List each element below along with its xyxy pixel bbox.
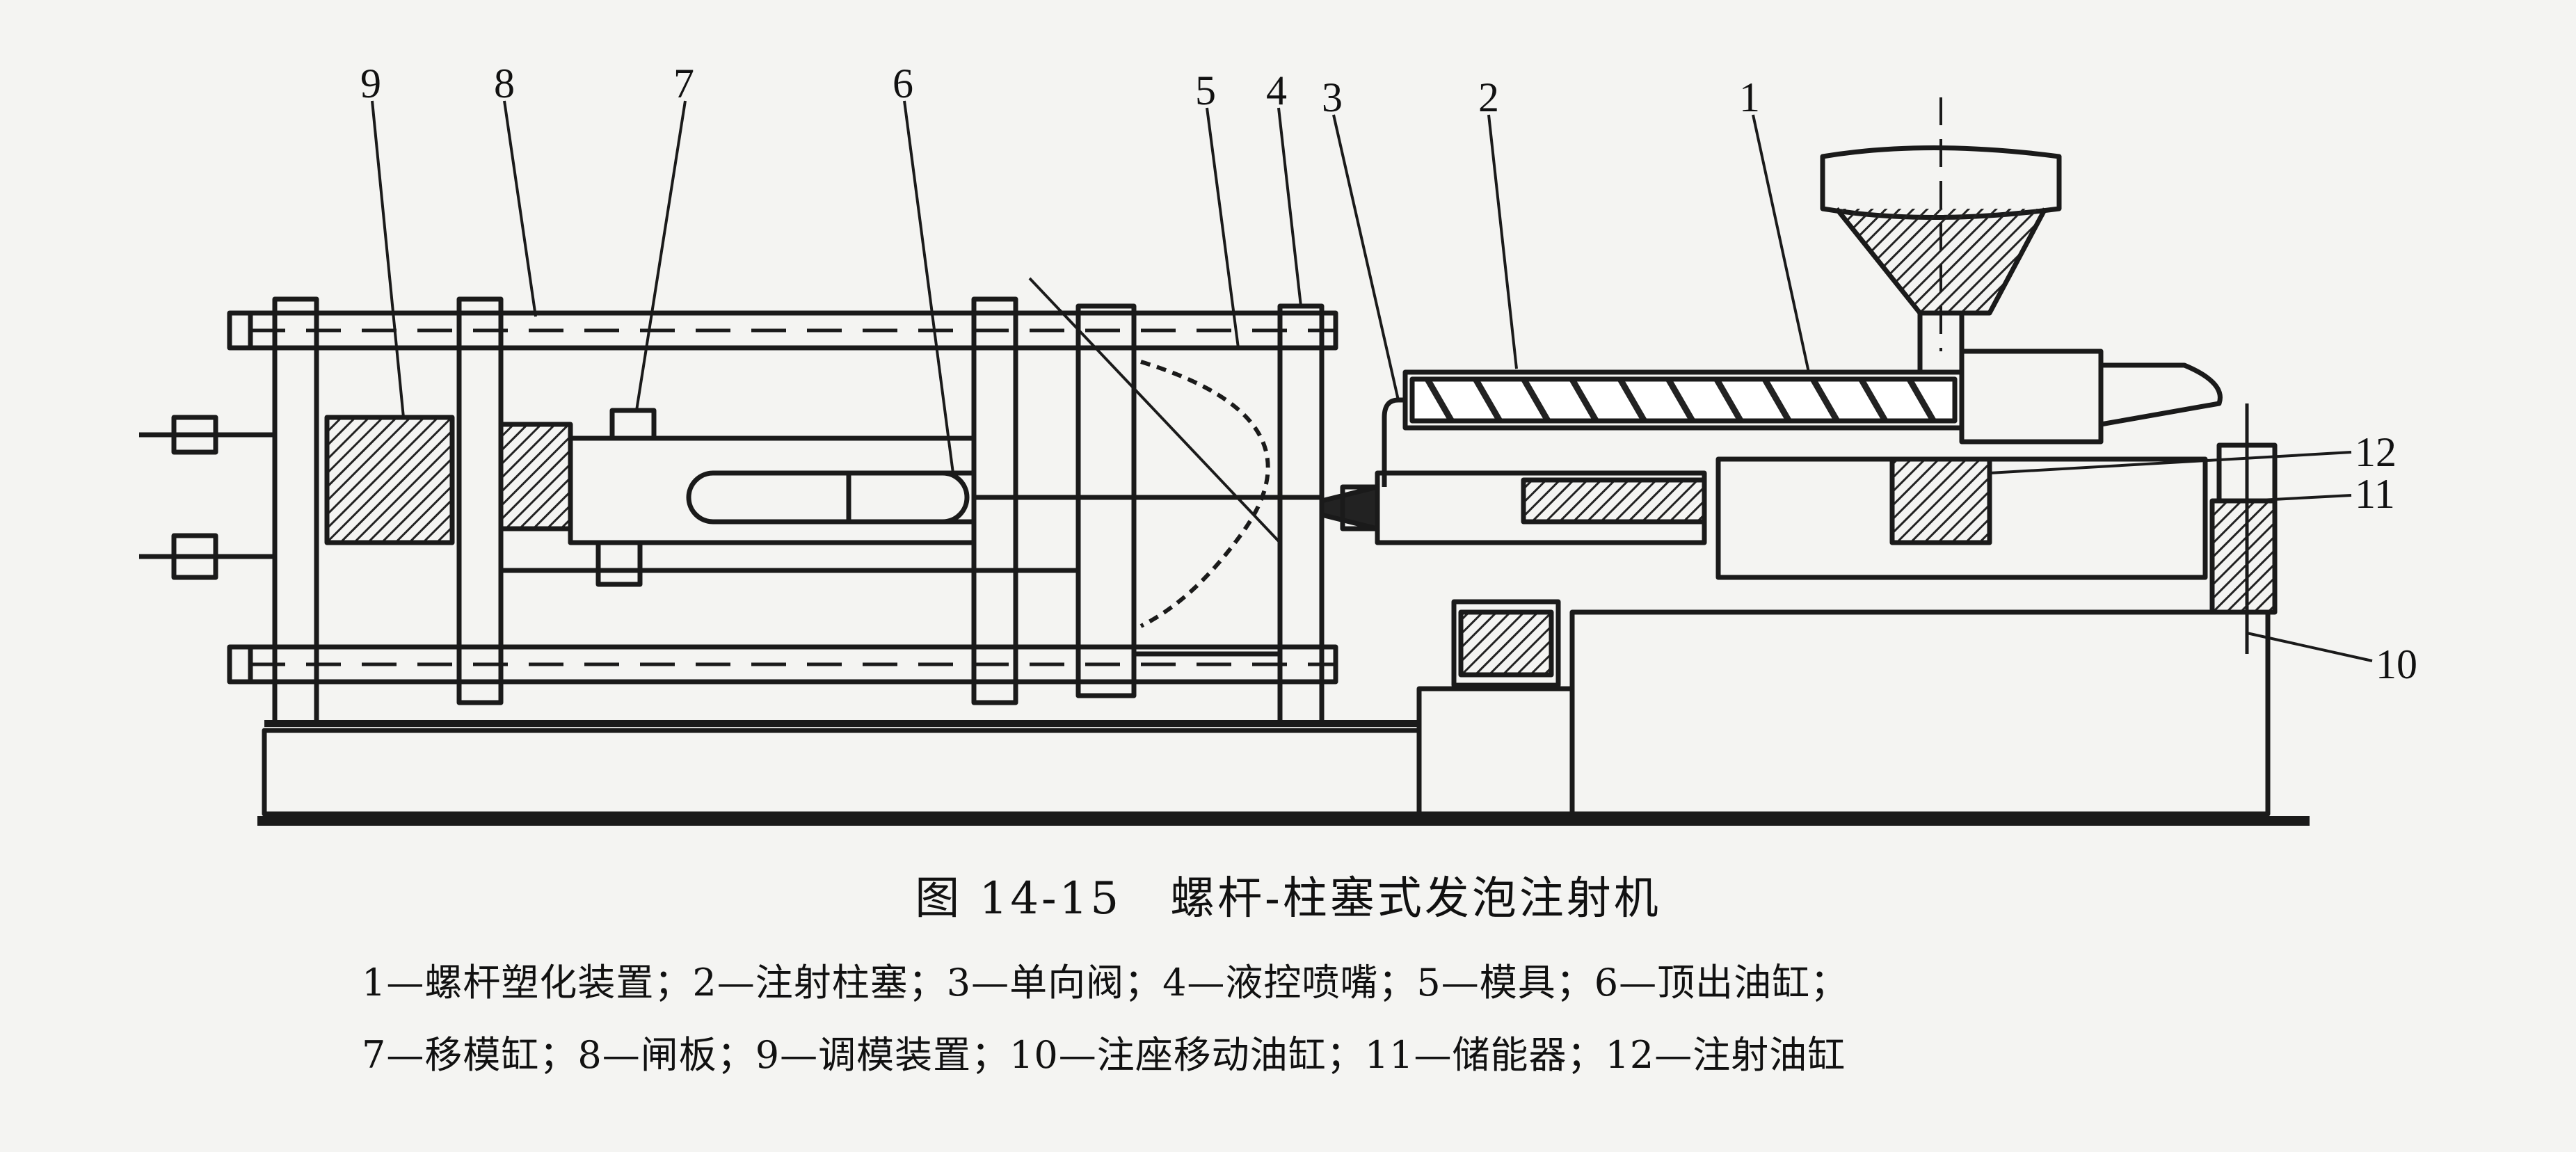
mold xyxy=(1028,277,1283,657)
injection-cylinder xyxy=(1715,403,2278,654)
figure-caption: 图 14-15 螺杆-柱塞式发泡注射机 xyxy=(0,863,2576,927)
injection-machine-diagram: 1 2 3 4 5 6 7 8 9 10 11 12 xyxy=(139,61,2417,826)
callout-12: 12 xyxy=(2355,429,2397,475)
callout-10: 10 xyxy=(2376,641,2417,687)
machine-base xyxy=(257,609,2310,826)
callout-8: 8 xyxy=(494,61,515,106)
callout-2: 2 xyxy=(1478,74,1499,120)
callout-1: 1 xyxy=(1739,74,1760,120)
callout-11: 11 xyxy=(2355,471,2395,517)
legend-line-2: 7—移模缸；8—闸板；9—调模装置；10—注座移动油缸；11—储能器；12—注射… xyxy=(362,1033,1846,1077)
rear-fittings xyxy=(139,310,275,685)
figure-title: 螺杆-柱塞式发泡注射机 xyxy=(1170,873,1661,925)
callout-4: 4 xyxy=(1266,67,1287,113)
callout-6: 6 xyxy=(893,61,913,106)
callout-7: 7 xyxy=(673,61,694,106)
legend-line-1: 1—螺杆塑化装置；2—注射柱塞；3—单向阀；4—液控喷嘴；5—模具；6—顶出油缸… xyxy=(362,961,1849,1005)
callout-3: 3 xyxy=(1322,74,1343,120)
figure-number: 图 14-15 xyxy=(915,873,1122,925)
leader-lines xyxy=(371,100,2373,662)
ejector-cylinder xyxy=(686,470,1322,525)
control-panel xyxy=(1451,599,1561,688)
injection-plunger xyxy=(1319,470,1707,545)
callout-9: 9 xyxy=(360,61,381,106)
hopper xyxy=(1820,97,2062,375)
callout-labels: 1 2 3 4 5 6 7 8 9 10 11 12 xyxy=(360,61,2417,687)
screw-plasticizing-unit xyxy=(1382,349,2223,487)
mold-adjusting-device xyxy=(324,415,573,545)
callout-5: 5 xyxy=(1195,67,1216,113)
